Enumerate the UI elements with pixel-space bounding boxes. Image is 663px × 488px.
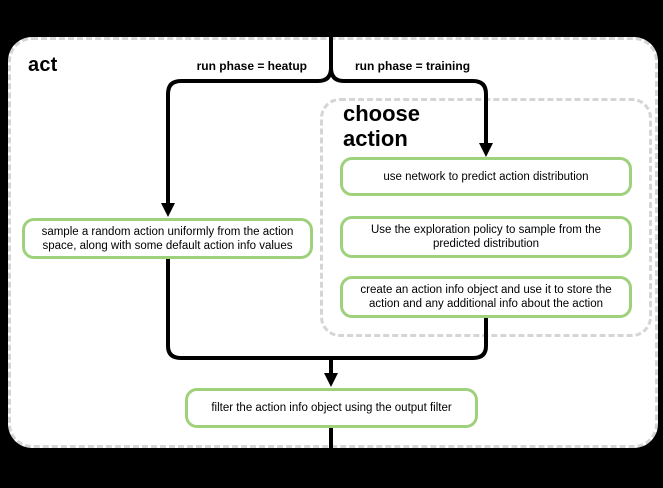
node-create-action-info: create an action info object and use it … xyxy=(340,276,632,318)
act-title: act xyxy=(28,54,58,76)
choose-action-title: choose action xyxy=(343,101,421,151)
branch-label-training: run phase = training xyxy=(355,59,471,73)
node-exploration-policy: Use the exploration policy to sample fro… xyxy=(340,216,632,258)
branch-label-heatup: run phase = heatup xyxy=(196,59,307,73)
node-use-network: use network to predict action distributi… xyxy=(340,157,632,196)
node-sample-random-action: sample a random action uniformly from th… xyxy=(22,218,313,259)
node-filter-output: filter the action info object using the … xyxy=(185,388,478,428)
